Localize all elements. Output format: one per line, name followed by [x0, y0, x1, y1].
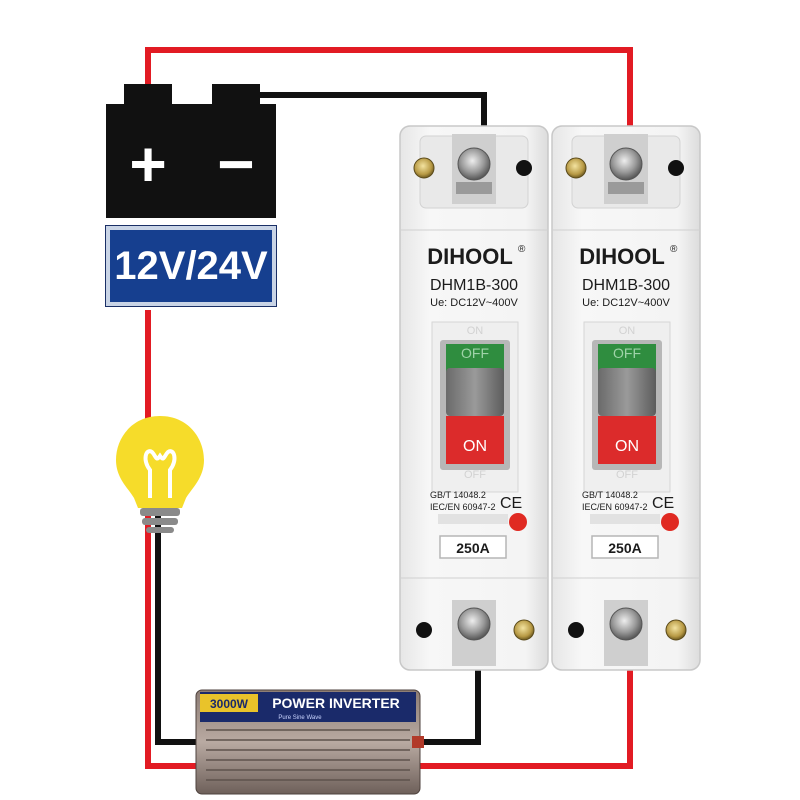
breaker-voltage-rating: Ue: DC12V~400V: [430, 297, 518, 309]
mount-hole-icon: [516, 160, 532, 176]
negative-wire-top: [240, 92, 487, 130]
positive-wire-top: [145, 47, 633, 130]
battery-plus-symbol: +: [129, 128, 166, 200]
switch-off-label: OFF: [461, 345, 489, 361]
switch-on-top-label: ON: [619, 325, 636, 337]
inverter-subtitle: Pure Sine Wave: [278, 715, 322, 721]
breaker-registered-mark: ®: [518, 244, 526, 255]
terminal-screw-icon: [457, 607, 491, 641]
switch-off-bottom-label: OFF: [616, 469, 638, 481]
negative-wire-bottom: [420, 665, 481, 745]
battery-minus-symbol: −: [217, 128, 254, 200]
terminal-screw-icon: [609, 147, 643, 181]
mount-hole-icon: [416, 622, 432, 638]
battery-icon: + −: [106, 84, 276, 218]
inverter-title: POWER INVERTER: [272, 695, 400, 711]
breaker-registered-mark: ®: [670, 244, 678, 255]
breaker-brand: DIHOOL: [579, 244, 665, 269]
trip-test-button[interactable]: [509, 513, 527, 531]
voltage-label: 12V/24V: [114, 243, 268, 288]
ac-wire-black: [155, 510, 196, 745]
breaker-standard-1: GB/T 14048.2: [430, 490, 486, 500]
inverter-wattage: 3000W: [210, 697, 249, 711]
switch-on-top-label: ON: [467, 325, 484, 337]
breaker-current-rating: 250A: [456, 540, 489, 556]
voltage-badge: 12V/24V: [106, 226, 276, 306]
circuit-breaker: DIHOOL ® DHM1B-300 Ue: DC12V~400V ON OFF…: [399, 125, 549, 671]
switch-off-label: OFF: [613, 345, 641, 361]
breaker-standard-1: GB/T 14048.2: [582, 490, 638, 500]
breaker-brand: DIHOOL: [427, 244, 513, 269]
terminal-screw-icon: [457, 147, 491, 181]
circuit-breaker: DIHOOL ® DHM1B-300 Ue: DC12V~400V ON OFF…: [551, 125, 701, 671]
switch-on-label: ON: [615, 438, 639, 455]
mount-screw-icon: [565, 157, 587, 179]
breaker-standard-2: IEC/EN 60947-2: [430, 502, 496, 512]
mount-hole-icon: [668, 160, 684, 176]
light-bulb-icon: [116, 416, 204, 533]
breaker-voltage-rating: Ue: DC12V~400V: [582, 297, 670, 309]
ce-mark: CE: [652, 495, 674, 512]
trip-test-button[interactable]: [661, 513, 679, 531]
positive-wire-bottom: [420, 665, 633, 769]
breaker-current-rating: 250A: [608, 540, 641, 556]
mount-hole-icon: [568, 622, 584, 638]
switch-off-bottom-label: OFF: [464, 469, 486, 481]
breaker-model: DHM1B-300: [582, 277, 670, 294]
ce-mark: CE: [500, 495, 522, 512]
breaker-model: DHM1B-300: [430, 277, 518, 294]
breaker-standard-2: IEC/EN 60947-2: [582, 502, 648, 512]
switch-on-label: ON: [463, 438, 487, 455]
heatsink-fins: [206, 729, 410, 781]
mount-screw-icon: [665, 619, 687, 641]
mount-screw-icon: [413, 157, 435, 179]
terminal-screw-icon: [609, 607, 643, 641]
power-inverter: 3000W POWER INVERTER Pure Sine Wave: [195, 689, 424, 795]
mount-screw-icon: [513, 619, 535, 641]
